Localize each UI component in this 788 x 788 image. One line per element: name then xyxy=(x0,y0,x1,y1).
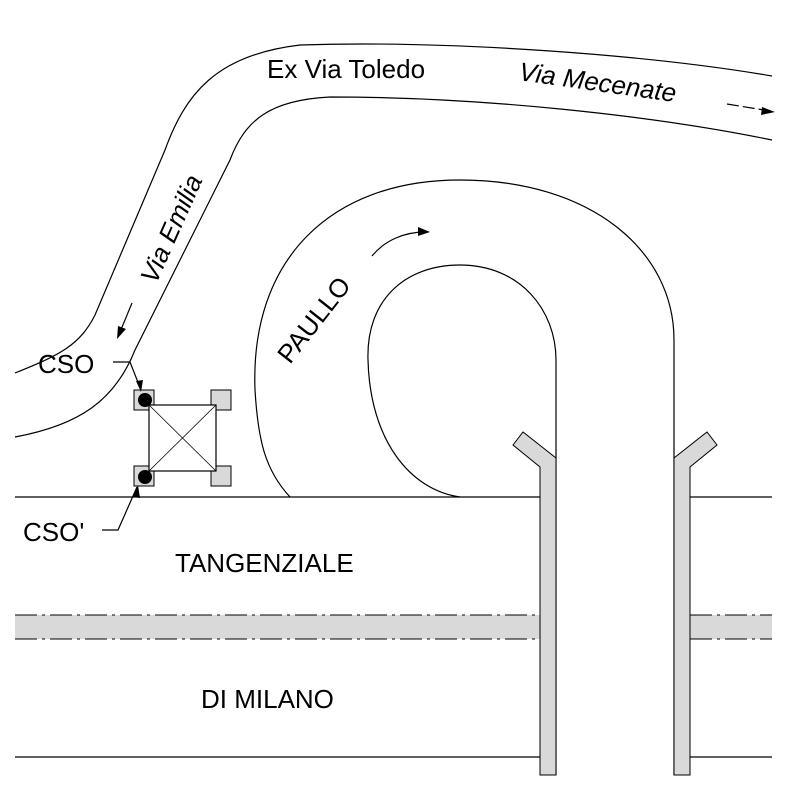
median-band-left xyxy=(15,615,540,639)
label-ex-via-toledo: Ex Via Toledo xyxy=(267,54,425,84)
label-paullo: PAULLO xyxy=(271,271,357,369)
cso-leader xyxy=(113,361,142,391)
median-centerlines xyxy=(15,614,772,640)
arrow-paullo xyxy=(371,227,430,257)
wall-right xyxy=(673,431,718,776)
median-band-right xyxy=(690,615,772,639)
label-via-emilia: Via Emilia xyxy=(134,170,208,287)
label-tangenziale: TANGENZIALE xyxy=(175,548,354,578)
structure xyxy=(133,389,232,487)
paullo-loop-outer xyxy=(254,179,675,775)
cso-prime-leader xyxy=(102,486,138,531)
arrow-via-mecenate xyxy=(726,103,775,115)
cso-prime-point xyxy=(138,470,152,484)
label-via-mecenate: Via Mecenate xyxy=(517,56,678,108)
label-di-milano: DI MILANO xyxy=(201,684,334,714)
road-edge-upper xyxy=(14,43,773,374)
label-cso-prime: CSO' xyxy=(23,517,84,547)
paullo-loop-inner xyxy=(367,264,557,775)
label-cso: CSO xyxy=(38,349,94,379)
cso-point xyxy=(138,393,152,407)
arrow-via-emilia xyxy=(117,302,133,339)
road-edge-lower xyxy=(14,96,773,438)
wall-left xyxy=(512,431,557,776)
